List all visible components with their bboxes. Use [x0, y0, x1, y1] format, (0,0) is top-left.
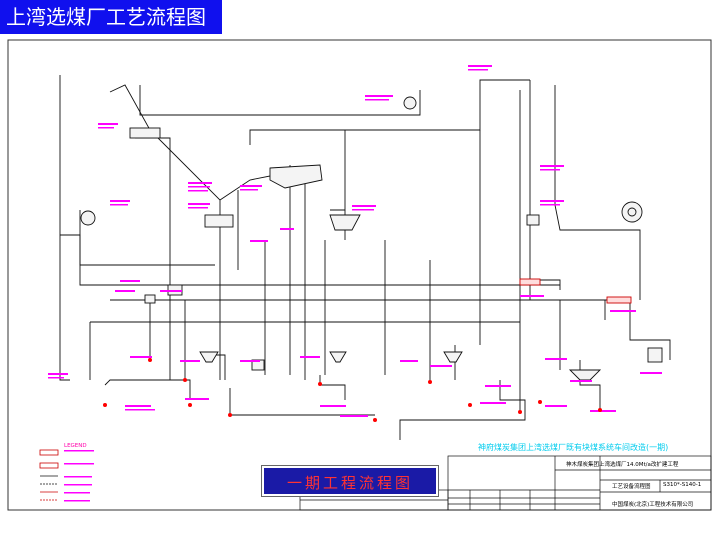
tank-unit: [647, 347, 663, 363]
dense-medium-bath: [269, 164, 323, 189]
equipment-annotations: [48, 65, 662, 417]
title-block: [299, 455, 712, 511]
flow-markers: [103, 358, 602, 422]
separator-unit: [606, 296, 632, 304]
title-block-company: 中国煤炭(北京)工程技术有限公司: [612, 502, 694, 508]
equipment: [80, 96, 663, 381]
crusher-unit: [403, 96, 417, 110]
thickener-unit: [568, 369, 602, 381]
title-block-drawing-no: S310*-S140-1: [663, 482, 702, 488]
drawing-frame: [7, 39, 712, 511]
project-title: 神府煤炭集团上湾选煤厂既有块煤系统车间改造(一期): [478, 443, 669, 452]
hopper-unit: [329, 351, 347, 363]
pump-box: [144, 294, 156, 304]
hopper-unit: [443, 351, 463, 363]
screen-unit: [204, 214, 234, 228]
hopper-unit: [199, 351, 219, 363]
screen-unit: [129, 127, 161, 139]
page-title: 上湾选煤厂工艺流程图: [0, 0, 222, 34]
separator-unit: [519, 278, 541, 286]
legend-block: [39, 449, 94, 502]
title-block-project: 神木煤炭集团上湾选煤厂14.0Mt/a改扩建工程: [566, 462, 679, 468]
crusher-unit: [80, 210, 96, 226]
stage-label: 一期工程流程图: [261, 465, 439, 497]
title-block-drawing-name: 工艺设备流程图: [612, 484, 651, 490]
cyclone: [329, 214, 361, 231]
legend-title: LEGEND: [64, 443, 87, 449]
pump-box: [526, 214, 540, 226]
